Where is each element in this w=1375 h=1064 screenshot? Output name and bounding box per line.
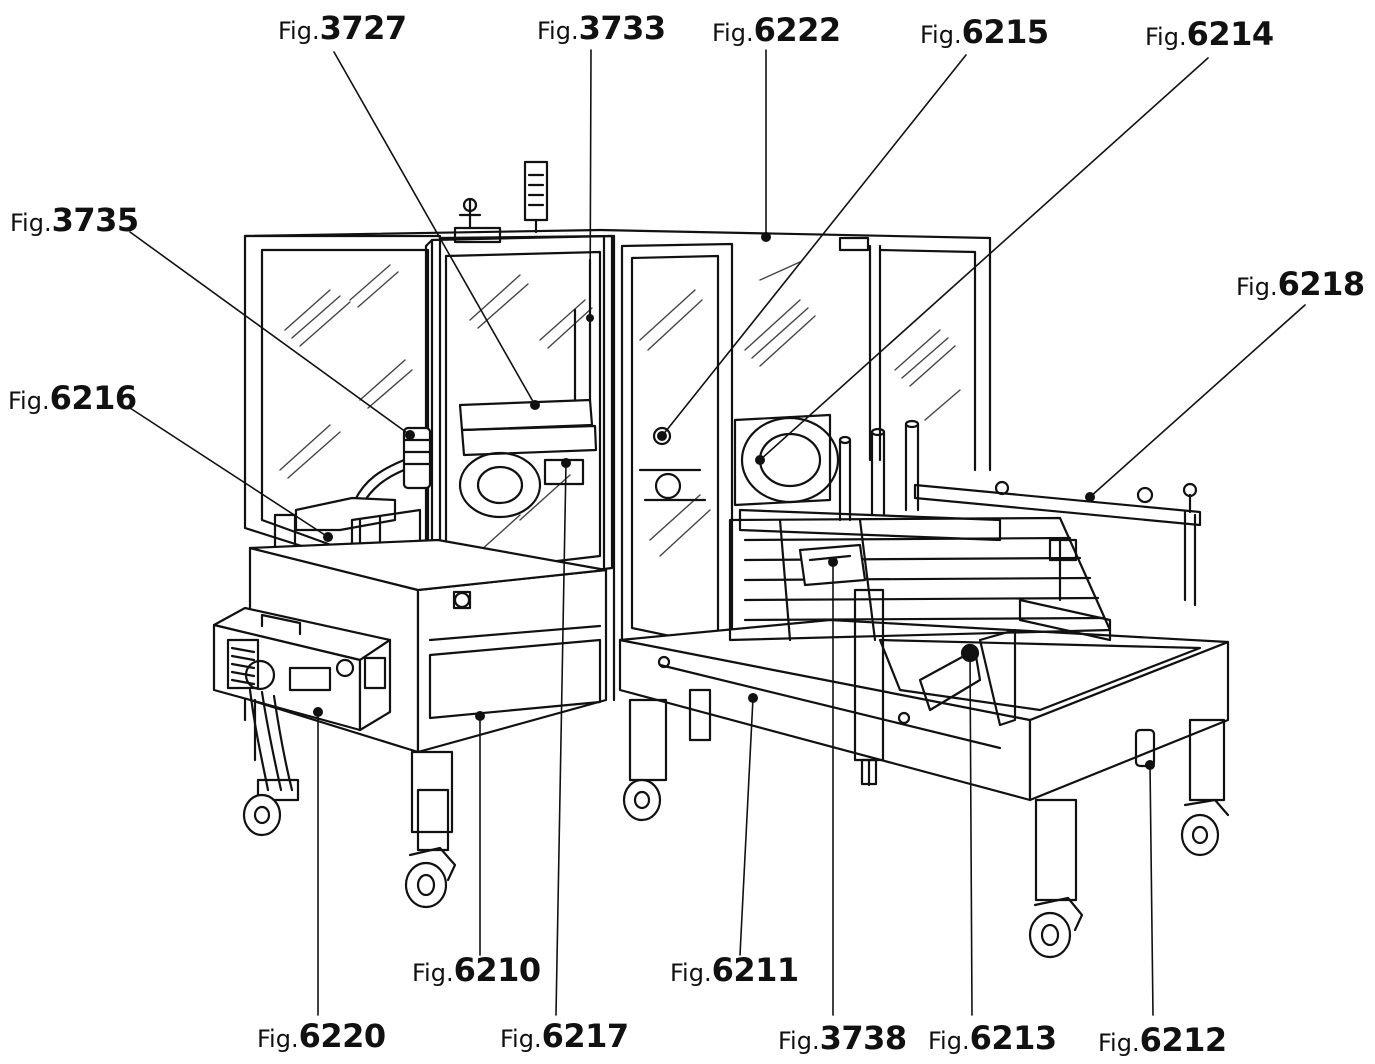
callout-fig-6220: Fig.6220	[257, 1020, 386, 1052]
upper-head	[458, 258, 598, 519]
callout-number: 6220	[298, 1017, 387, 1055]
callout-fig-6210: Fig.6210	[412, 954, 541, 986]
callout-number: 6217	[541, 1017, 630, 1055]
callout-fig-3727: Fig.3727	[278, 12, 407, 44]
callout-number: 6211	[711, 951, 800, 989]
callout-prefix: Fig.	[1145, 23, 1187, 51]
top-guide-rail	[838, 419, 1202, 607]
motor	[353, 426, 432, 507]
callout-prefix: Fig.	[257, 1025, 299, 1053]
callout-number: 3735	[51, 201, 140, 239]
callout-prefix: Fig.	[1098, 1029, 1140, 1057]
callout-fig-6212: Fig.6212	[1098, 1024, 1227, 1056]
tape-roll	[733, 413, 840, 507]
callout-number: 6210	[453, 951, 542, 989]
callout-fig-6222: Fig.6222	[712, 14, 841, 46]
callout-prefix: Fig.	[670, 959, 712, 987]
leg-front-left	[404, 750, 457, 909]
side-arm	[738, 508, 1112, 642]
callout-fig-3735: Fig.3735	[10, 204, 139, 236]
callout-fig-3733: Fig.3733	[537, 12, 666, 44]
callout-prefix: Fig.	[920, 21, 962, 49]
callout-fig-6216: Fig.6216	[8, 382, 137, 414]
callout-fig-6211: Fig.6211	[670, 954, 799, 986]
callout-number: 3727	[319, 9, 408, 47]
callout-number: 6214	[1186, 15, 1275, 53]
leader-dots	[313, 232, 1155, 770]
leader-lines	[129, 49, 1306, 1016]
lower-body-right	[618, 618, 1230, 802]
callout-number: 6212	[1139, 1021, 1228, 1059]
callout-prefix: Fig.	[500, 1025, 542, 1053]
callout-number: 6222	[753, 11, 842, 49]
callout-prefix: Fig.	[8, 387, 50, 415]
callout-fig-6218: Fig.6218	[1236, 268, 1365, 300]
control-box	[212, 606, 392, 802]
leg-back-left	[242, 698, 282, 837]
callout-prefix: Fig.	[1236, 273, 1278, 301]
callout-prefix: Fig.	[278, 17, 320, 45]
leg-middle	[622, 688, 712, 822]
callout-number: 6216	[49, 379, 138, 417]
callout-fig-6215: Fig.6215	[920, 16, 1049, 48]
callout-prefix: Fig.	[537, 17, 579, 45]
callout-prefix: Fig.	[778, 1027, 820, 1055]
callout-fig-6214: Fig.6214	[1145, 18, 1274, 50]
callout-number: 6213	[969, 1019, 1058, 1057]
leg-back-right	[1180, 718, 1230, 857]
top-bar	[438, 160, 870, 252]
callout-prefix: Fig.	[412, 959, 454, 987]
callout-fig-6217: Fig.6217	[500, 1020, 629, 1052]
callout-number: 6218	[1277, 265, 1366, 303]
callout-prefix: Fig.	[928, 1027, 970, 1055]
callout-fig-3738: Fig.3738	[778, 1022, 907, 1054]
callout-fig-6213: Fig.6213	[928, 1022, 1057, 1054]
callout-prefix: Fig.	[712, 19, 754, 47]
callout-number: 6215	[961, 13, 1050, 51]
door-hardware	[638, 426, 707, 502]
callout-prefix: Fig.	[10, 209, 52, 237]
leg-front-right	[1028, 798, 1084, 959]
callout-number: 3738	[819, 1019, 908, 1057]
callout-number: 3733	[578, 9, 667, 47]
